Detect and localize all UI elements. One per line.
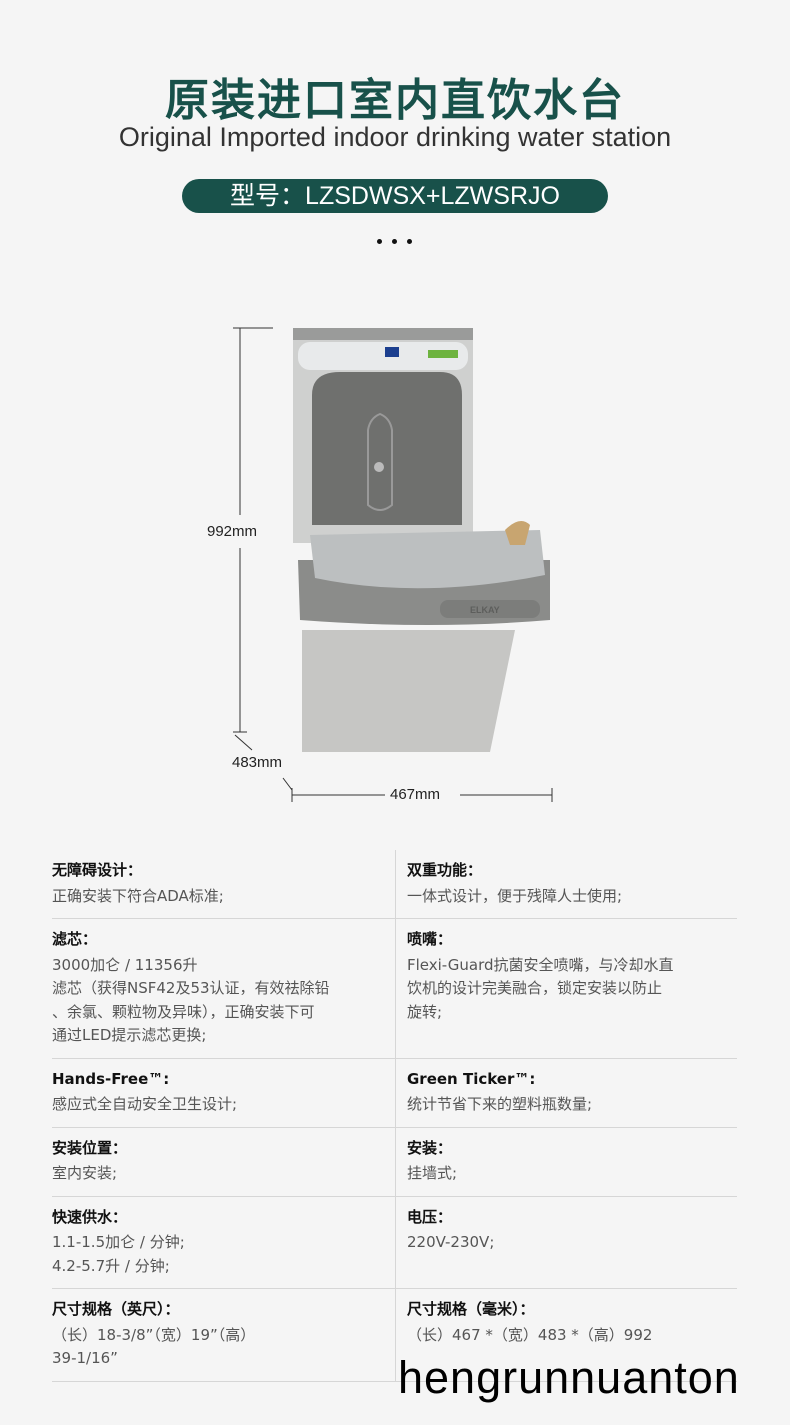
bubbler <box>505 521 530 545</box>
spec-value: 正确安装下符合ADA标准; <box>52 886 224 905</box>
brand-logo: ELKAY <box>470 605 500 615</box>
spec-cell: 滤芯： 3000加仑 / 11356升 滤芯（获得NSF42及53认证，有效祛除铅… <box>52 919 395 1058</box>
spec-cell: 尺寸规格（毫米）： （长）467 *（宽）483 *（高）992 <box>395 1289 737 1381</box>
spec-row: 尺寸规格（英尺）：（长）18-3/8”（宽）19”（高） 39-1/16”尺寸规… <box>52 1289 737 1382</box>
spec-label: 无障碍设计： <box>52 861 143 879</box>
spec-label: 双重功能： <box>407 861 483 879</box>
spec-label: 尺寸规格（英尺）： <box>52 1300 180 1318</box>
lower-cabinet <box>302 630 515 752</box>
spec-value: Flexi-Guard抗菌安全喷嘴，与冷却水直 饮机的设计完美融合，锁定安装以防… <box>407 955 674 1021</box>
spec-label: Green Ticker™: <box>407 1069 536 1088</box>
spec-cell: Hands-Free™: 感应式全自动安全卫生设计; <box>52 1059 395 1127</box>
spec-row: Hands-Free™: 感应式全自动安全卫生设计; Green Ticker™: 统… <box>52 1058 737 1128</box>
spec-label: 滤芯： <box>52 930 98 948</box>
page-subtitle: Original Imported indoor drinking water … <box>118 122 672 152</box>
spec-row: 快速供水： 1.1-1.5加仑 / 分钟; 4.2-5.7升 / 分钟; 电压： 22… <box>52 1196 737 1289</box>
spec-cell: 安装位置： 室内安装; <box>52 1128 395 1196</box>
spec-table: 无障碍设计： 正确安装下符合ADA标准; 双重功能： 一体式设计，便于残障人士使用; 滤… <box>52 850 737 1382</box>
spec-label: Hands-Free™: <box>52 1069 170 1088</box>
spec-cell: 安装： 挂墙式; <box>395 1127 737 1196</box>
watermark: hengrunnuanton <box>398 1352 740 1403</box>
spec-cell: 无障碍设计： 正确安装下符合ADA标准; <box>52 850 395 918</box>
spec-value: （长）18-3/8”（宽）19”（高） 39-1/16” <box>52 1325 256 1368</box>
spec-value: 220V-230V; <box>407 1233 495 1251</box>
spec-value: 挂墙式; <box>407 1164 458 1182</box>
spec-value: （长）467 *（宽）483 *（高）992 <box>407 1325 653 1344</box>
spec-cell: 快速供水： 1.1-1.5加仑 / 分钟; 4.2-5.7升 / 分钟; <box>52 1197 395 1289</box>
spec-value: 室内安装; <box>52 1164 118 1182</box>
page-title: 原装进口室内直饮水台 <box>165 75 625 126</box>
basin <box>310 530 545 589</box>
model-badge: 型号：LZSDWSX+LZWSRJO <box>182 179 608 213</box>
spec-value: 3000加仑 / 11356升 滤芯（获得NSF42及53认证，有效祛除铅 、余… <box>52 955 330 1045</box>
spec-value: 感应式全自动安全卫生设计; <box>52 1095 238 1113</box>
width-dimension: 467mm <box>390 786 441 803</box>
spec-cell: 电压： 220V-230V; <box>395 1196 737 1288</box>
spec-cell: 尺寸规格（英尺）： （长）18-3/8”（宽）19”（高） 39-1/16” <box>52 1289 395 1381</box>
spec-label: 尺寸规格（毫米）： <box>407 1300 535 1318</box>
spec-label: 电压： <box>407 1207 453 1226</box>
spec-row: 无障碍设计： 正确安装下符合ADA标准; 双重功能： 一体式设计，便于残障人士使用; <box>52 850 737 919</box>
depth-dimension: 483mm <box>232 754 283 771</box>
dimension-lines <box>233 327 553 802</box>
spec-cell: Green Ticker™: 统计节省下来的塑料瓶数量; <box>395 1058 737 1127</box>
spec-value: 统计节省下来的塑料瓶数量; <box>407 1095 593 1113</box>
spec-label: 喷嘴： <box>407 930 453 948</box>
spec-value: 一体式设计，便于残障人士使用; <box>407 886 623 905</box>
ellipsis-decoration <box>375 236 415 246</box>
spec-row: 安装位置： 室内安装; 安装： 挂墙式; <box>52 1127 737 1197</box>
spec-cell: 双重功能： 一体式设计，便于残障人士使用; <box>395 850 737 918</box>
spec-label: 快速供水： <box>52 1207 128 1226</box>
spec-cell: 喷嘴： Flexi-Guard抗菌安全喷嘴，与冷却水直 饮机的设计完美融合，锁定安… <box>395 919 737 1058</box>
product-illustration: ELKAY <box>233 327 553 802</box>
height-dimension: 992mm <box>207 523 258 540</box>
spec-row: 滤芯： 3000加仑 / 11356升 滤芯（获得NSF42及53认证，有效祛除铅… <box>52 919 737 1059</box>
spec-label: 安装位置： <box>52 1138 128 1157</box>
spec-value: 1.1-1.5加仑 / 分钟; 4.2-5.7升 / 分钟; <box>52 1233 185 1275</box>
spec-label: 安装： <box>407 1138 453 1157</box>
